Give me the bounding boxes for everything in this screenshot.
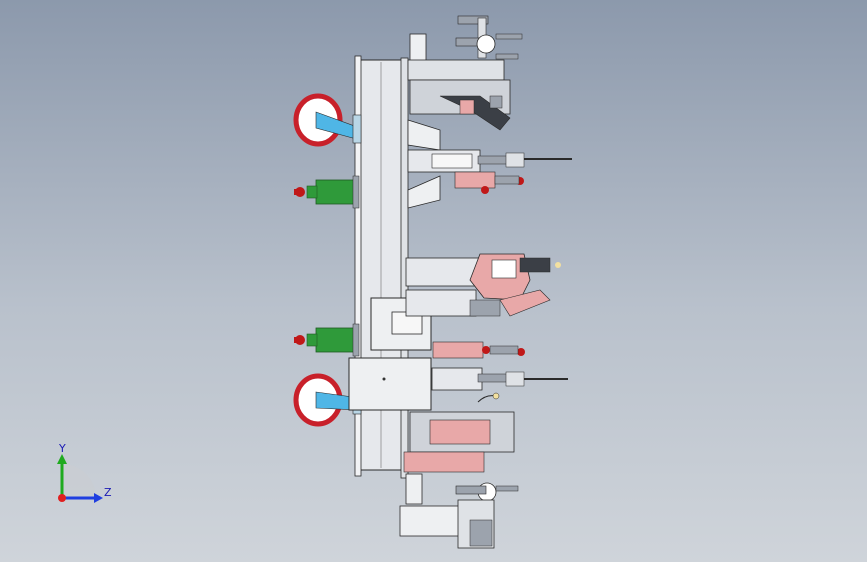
upper-air-cylinder	[294, 175, 360, 209]
z-axis-label: Z	[104, 486, 112, 499]
y-axis-label: Y	[58, 442, 66, 455]
lower-clamp-arm	[431, 341, 568, 391]
control-box-lower	[348, 357, 432, 411]
top-clamp-cluster	[407, 15, 523, 131]
x-axis-dot	[58, 494, 66, 502]
coordinate-triad: Y Z	[57, 442, 112, 503]
upper-clamp-arm	[407, 149, 572, 194]
lower-air-cylinder	[294, 323, 360, 357]
thin-plate-left	[354, 55, 362, 477]
upper-caster-wheel	[293, 93, 362, 147]
center-pink-clamp	[405, 253, 561, 317]
bottom-clamp-cluster	[399, 392, 519, 549]
